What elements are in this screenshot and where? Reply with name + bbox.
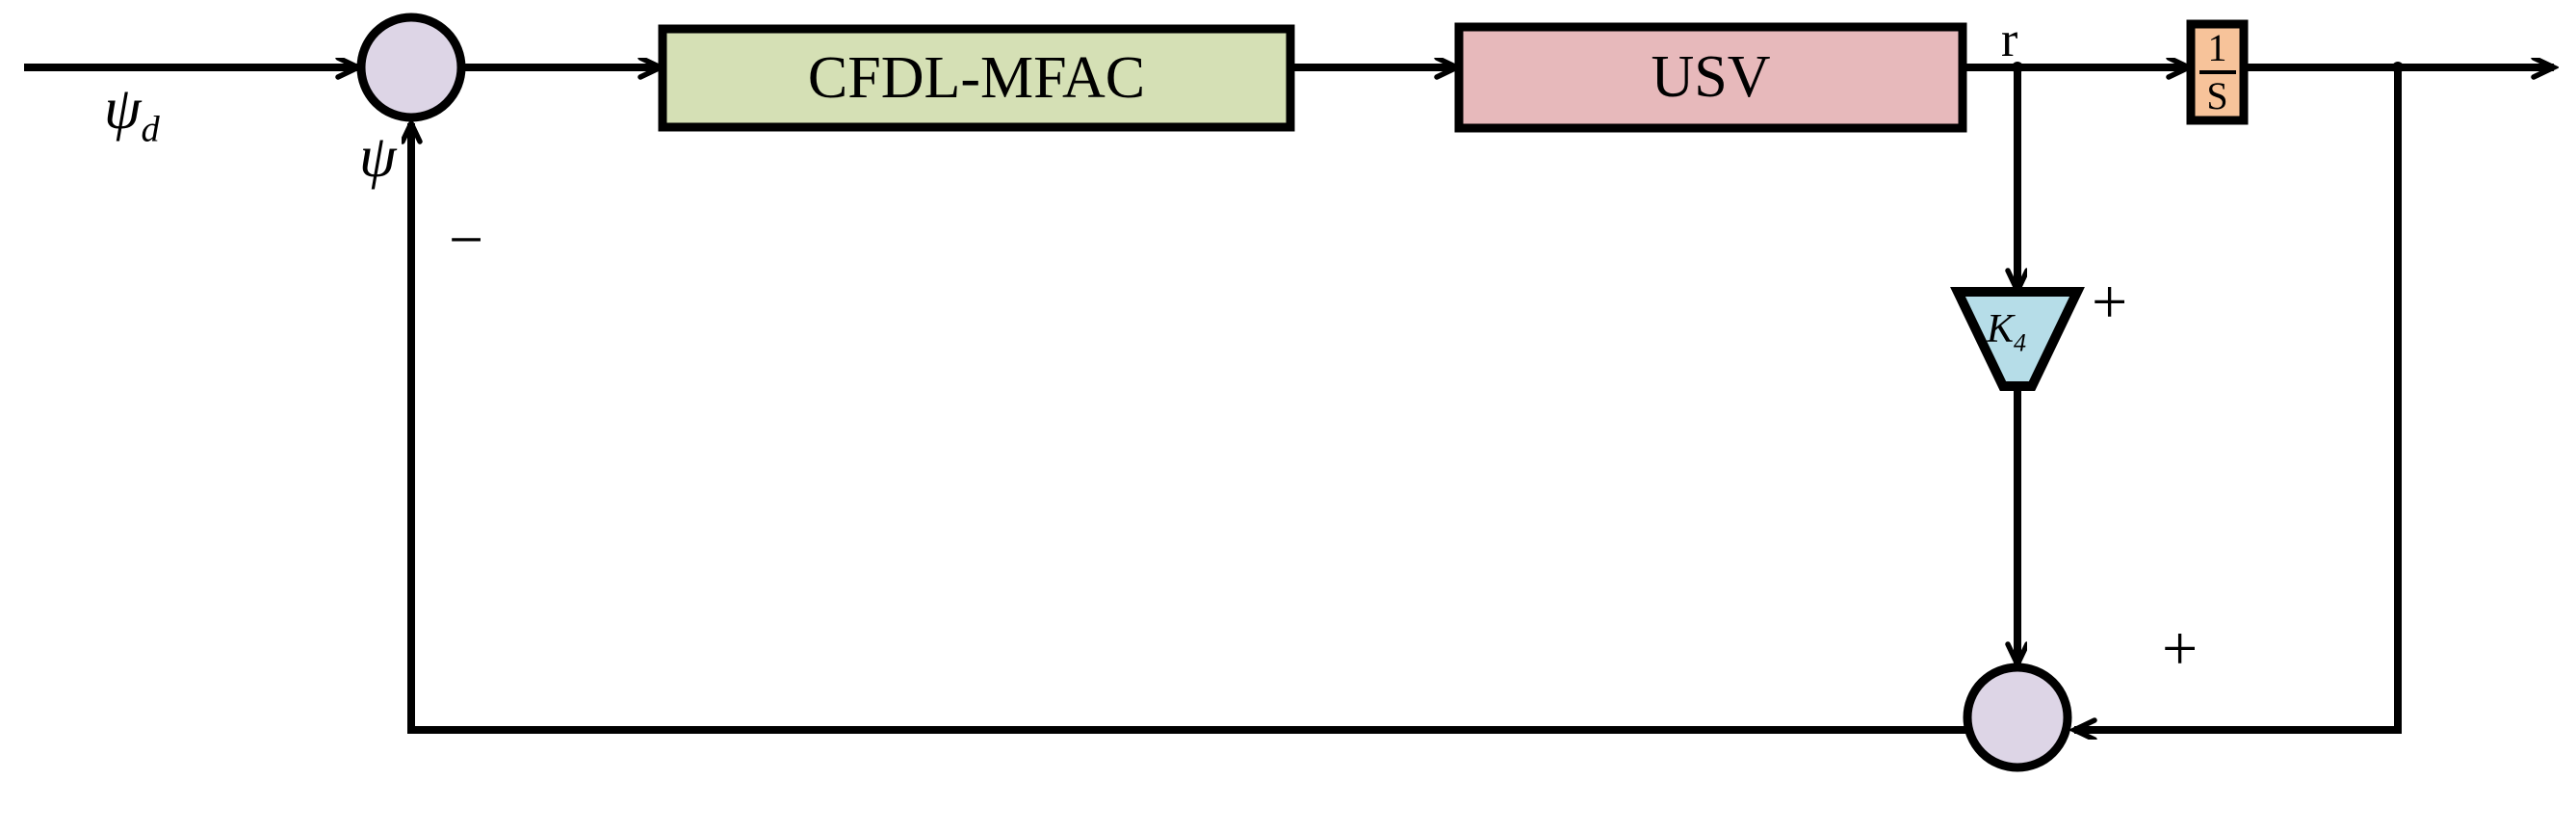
integrator-label: 1 S bbox=[2191, 24, 2244, 120]
gain-k4-subscript: 4 bbox=[2014, 328, 2027, 357]
fraction-bar bbox=[2199, 70, 2236, 74]
reference-signal-label: ψd bbox=[104, 75, 160, 150]
rate-signal-label: r bbox=[2001, 13, 2018, 67]
summing-junction-feedback[interactable] bbox=[1963, 663, 2072, 772]
wire-feedback-loop bbox=[411, 123, 1967, 734]
gain-k4-block[interactable] bbox=[1950, 287, 2085, 391]
plus-sign-marker-gain: + bbox=[2092, 267, 2128, 337]
gain-k4-symbol: K bbox=[1987, 307, 2015, 351]
usv-block[interactable] bbox=[1454, 22, 1967, 133]
minus-sign-marker: − bbox=[449, 205, 484, 273]
branch-dot-rate bbox=[2012, 62, 2023, 73]
summing-junction-input[interactable] bbox=[356, 13, 466, 122]
integrator-denominator: S bbox=[2206, 74, 2228, 117]
feedback-signal-label: ψ bbox=[359, 123, 397, 192]
branch-dot-output bbox=[2392, 62, 2404, 73]
plus-sign-marker-right: + bbox=[2162, 613, 2199, 684]
gain-k4-label: K4 bbox=[1987, 306, 2026, 357]
reference-signal-subscript: d bbox=[141, 109, 160, 150]
feedback-signal-symbol: ψ bbox=[359, 124, 397, 190]
cfdl-mfac-block[interactable] bbox=[658, 24, 1295, 132]
integrator-numerator: 1 bbox=[2207, 26, 2227, 69]
reference-signal-symbol: ψ bbox=[104, 76, 142, 142]
wire-output-branch-down bbox=[2074, 71, 2402, 730]
